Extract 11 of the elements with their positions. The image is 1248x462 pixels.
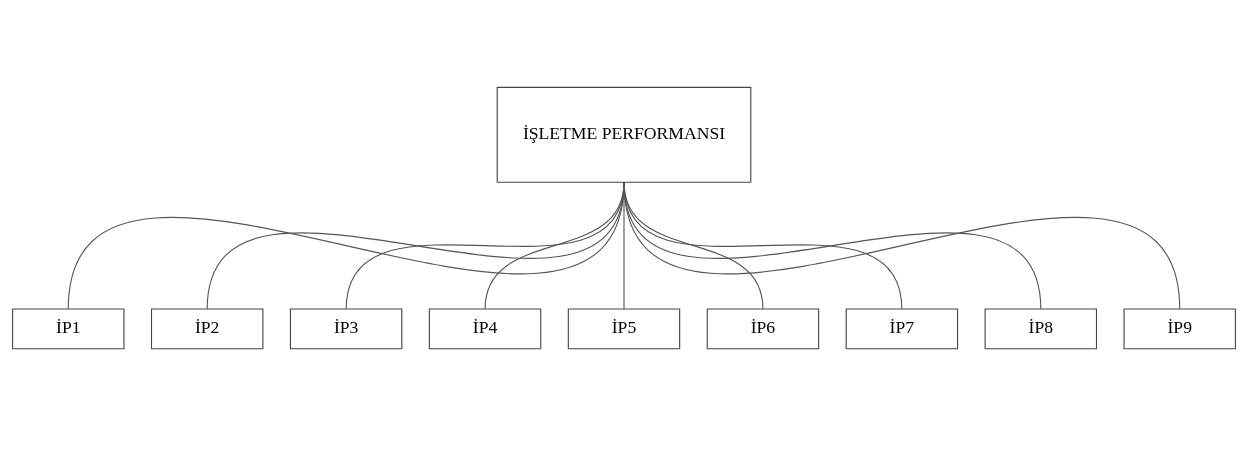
- node-box: İP5: [567, 308, 681, 350]
- node-box: İP4: [428, 308, 542, 350]
- connector: [623, 181, 1181, 310]
- node-box: İP9: [1123, 308, 1236, 350]
- node-box: İP6: [706, 308, 820, 350]
- node-box: İP3: [289, 308, 403, 350]
- node-box: İP2: [150, 308, 264, 350]
- node-box: İP7: [845, 308, 959, 350]
- node-box: İP1: [12, 308, 125, 350]
- node-box: İŞLETME PERFORMANSI: [496, 86, 752, 183]
- node-box: İP8: [984, 308, 1098, 350]
